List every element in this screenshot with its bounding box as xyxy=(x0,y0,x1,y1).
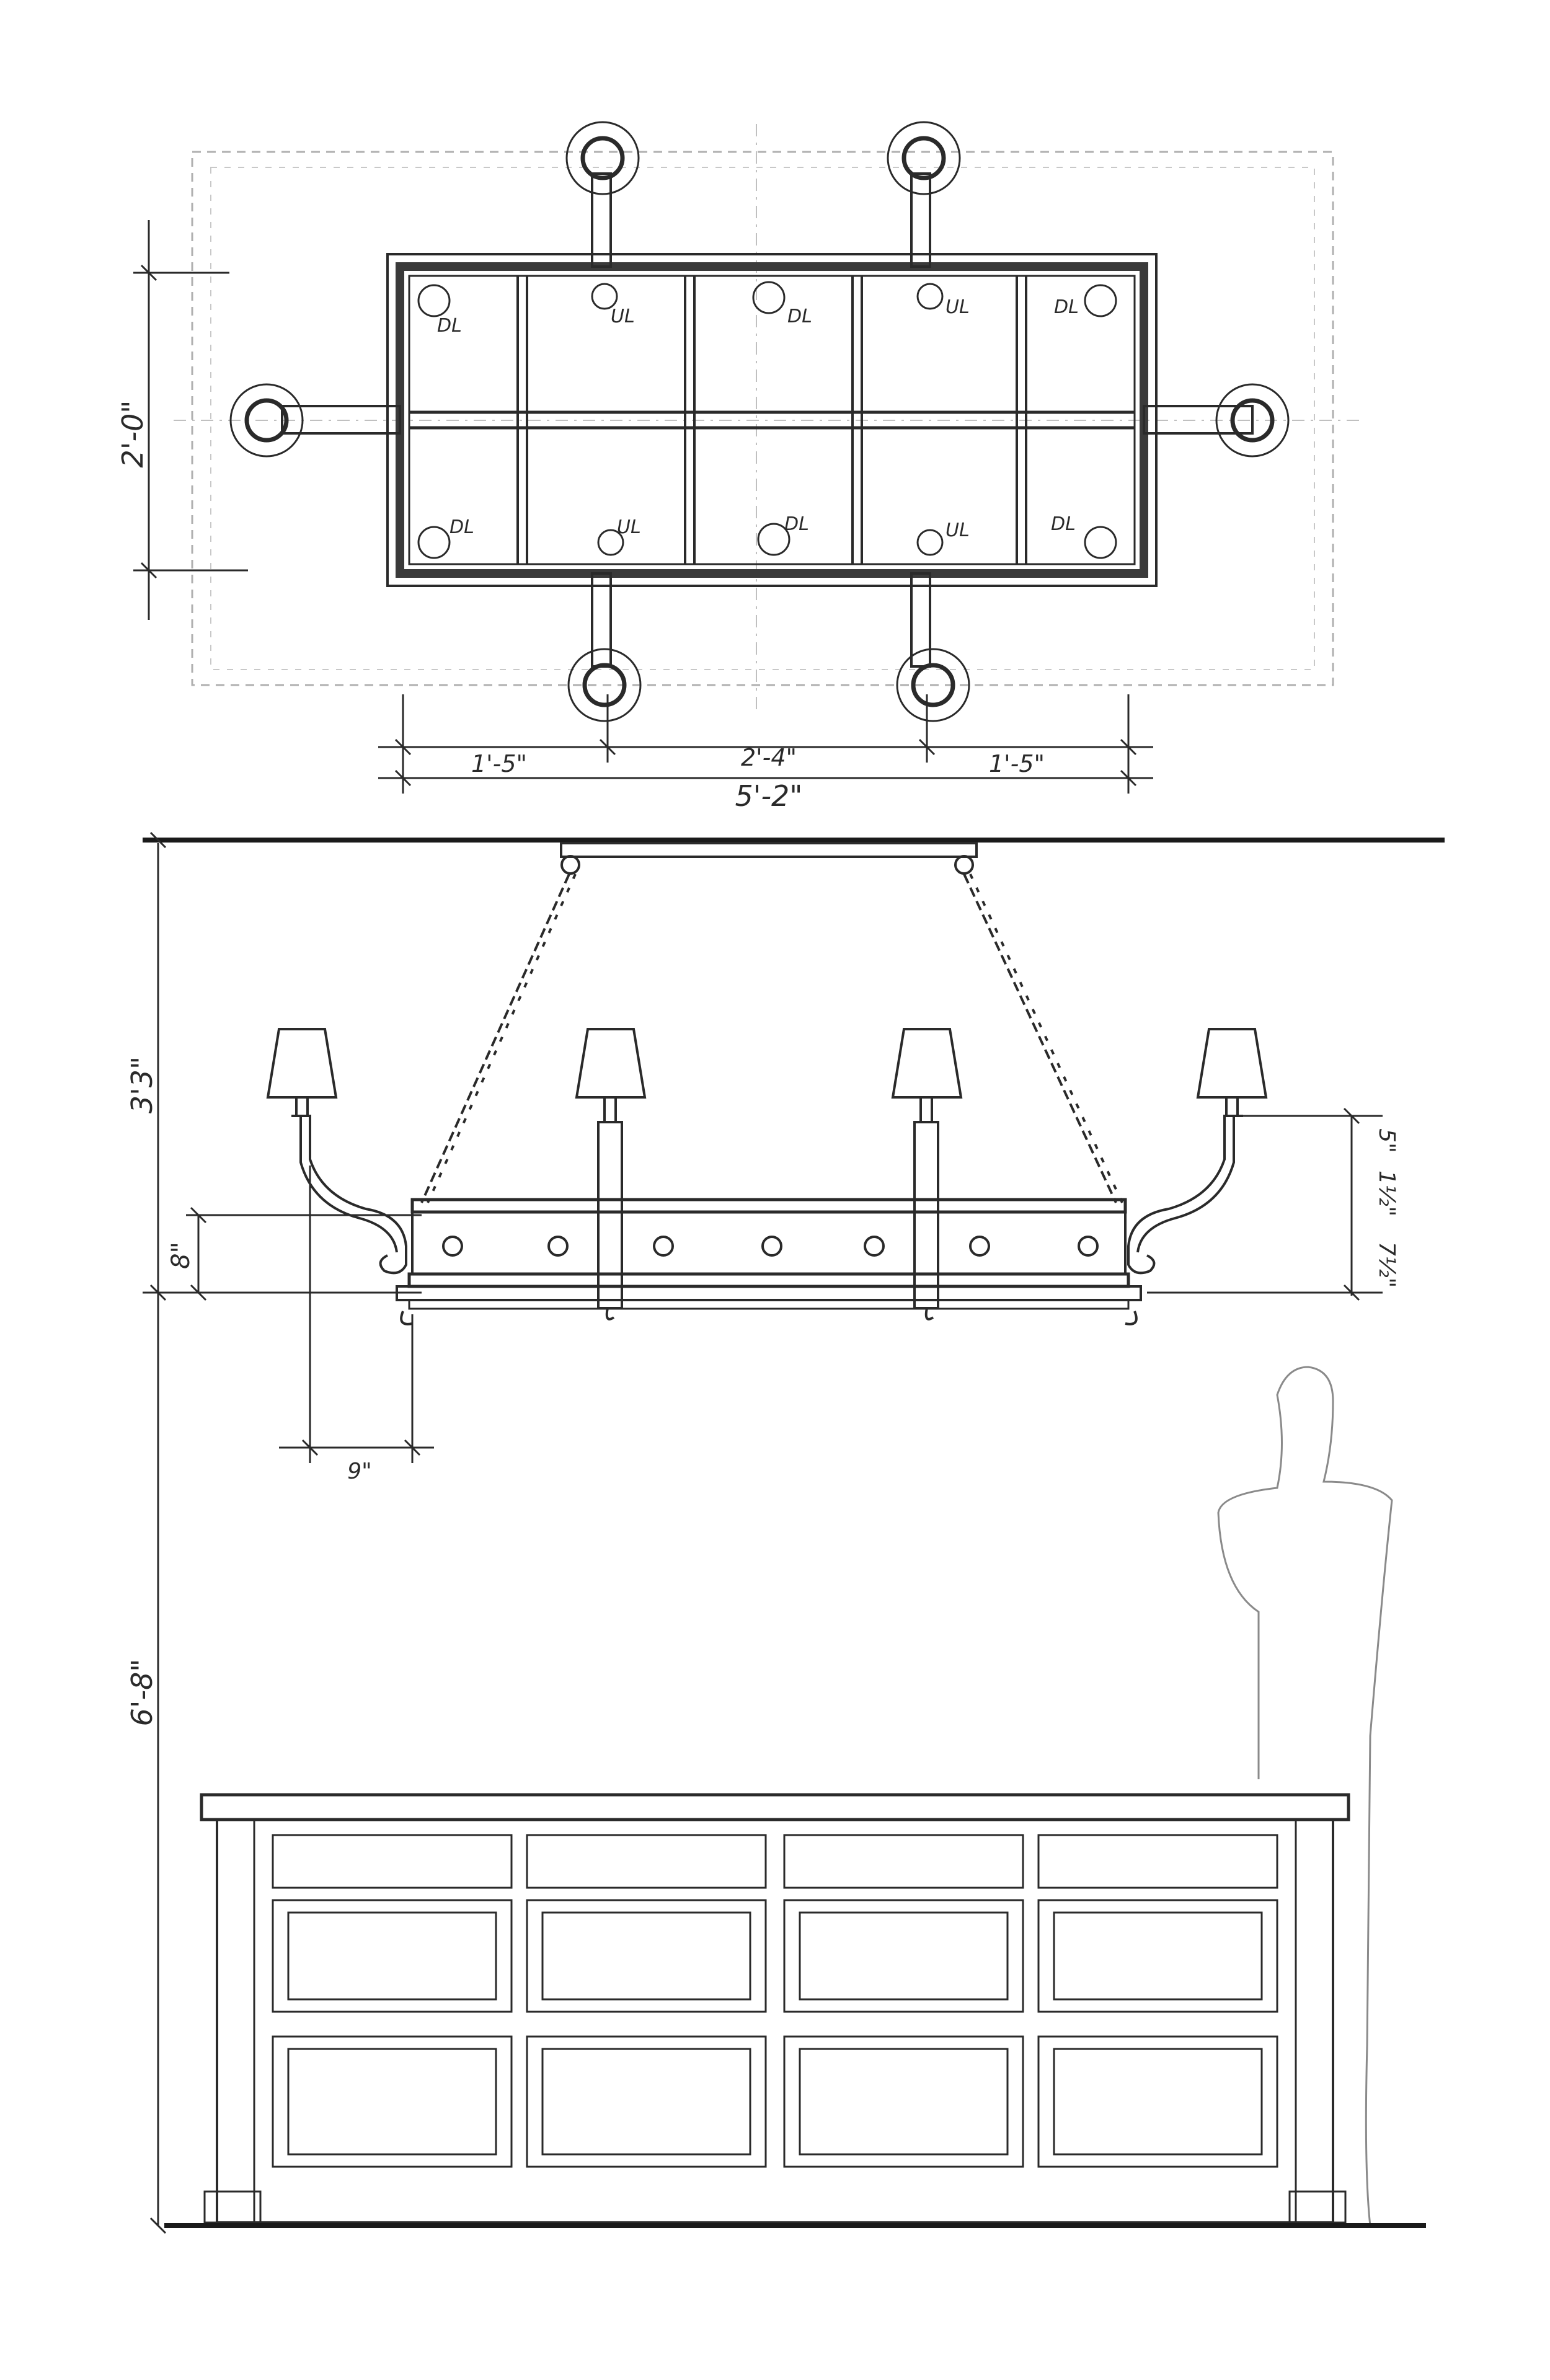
downlight-6 xyxy=(1084,526,1117,559)
downlight-1 xyxy=(417,284,451,317)
center-arms xyxy=(597,1096,939,1309)
dl-label: DL xyxy=(450,516,474,538)
island-outline xyxy=(191,151,1334,686)
shade-center-left xyxy=(575,1028,647,1099)
arm-left xyxy=(281,405,401,435)
downlight-3 xyxy=(1084,284,1117,317)
arm-bottom-left xyxy=(591,572,612,668)
dl-label: DL xyxy=(1051,513,1076,535)
downlight-5 xyxy=(757,523,790,556)
plan-depth-dimension: 2'-0" xyxy=(116,400,149,468)
right-dimension-b: 1½" xyxy=(1374,1170,1399,1216)
plan-dimensions xyxy=(133,220,1153,794)
dl-label: DL xyxy=(787,306,812,327)
candle-cup-right xyxy=(1215,383,1290,458)
arm-reach-dimension: 9" xyxy=(347,1459,371,1484)
candle-cup-top-left xyxy=(565,121,640,195)
candle-cup-left xyxy=(229,383,304,458)
drawer-row xyxy=(272,1834,1278,1889)
island-inner-outline xyxy=(210,167,1315,670)
chandelier-body xyxy=(396,1198,1142,1325)
fixture-inner-frame xyxy=(408,275,1136,565)
downlight-2 xyxy=(752,281,786,314)
scroll-arms xyxy=(291,1096,1243,1275)
dl-label: DL xyxy=(437,315,462,337)
candle-cup-bottom-left xyxy=(567,648,642,722)
dl-label: DL xyxy=(784,513,809,535)
plan-center-dimension: 2'-4" xyxy=(741,744,797,771)
rosette-row xyxy=(442,1236,1099,1257)
lamp-shades xyxy=(266,1028,1268,1099)
candle-cup-top-right xyxy=(887,121,961,195)
uplight-4 xyxy=(916,529,944,556)
ceiling-canopy xyxy=(560,842,978,858)
ul-label: UL xyxy=(617,516,641,538)
uplight-1 xyxy=(591,283,618,310)
hanging-chains xyxy=(420,874,1123,1203)
shade-far-left xyxy=(266,1028,338,1099)
uplight-3 xyxy=(597,529,624,556)
plan-overall-dimension: 5'-2" xyxy=(735,779,803,813)
arm-right xyxy=(1143,405,1254,435)
fixture-outer-frame xyxy=(386,253,1158,587)
island-countertop xyxy=(200,1793,1350,1821)
plan-right-dimension: 1'-5" xyxy=(989,750,1045,777)
right-dimension-c: 5" xyxy=(1374,1128,1399,1152)
arm-bottom-right xyxy=(910,572,931,668)
arm-top-left xyxy=(591,172,612,268)
kitchen-island xyxy=(200,1793,1350,2224)
right-dimension-a: 7½" xyxy=(1374,1242,1399,1288)
clearance-dimension: 6'-8" xyxy=(125,1659,159,1727)
panel-row xyxy=(272,2035,1278,2168)
ul-label: UL xyxy=(946,520,970,541)
human-figure xyxy=(1217,1366,1393,2226)
ul-label: UL xyxy=(946,296,970,318)
candle-cup-bottom-right xyxy=(896,648,970,722)
plan-left-dimension: 1'-5" xyxy=(471,750,527,777)
body-height-dimension: 8" xyxy=(167,1242,195,1269)
plan-view xyxy=(174,121,1364,722)
dl-label: DL xyxy=(1054,296,1079,318)
panel-row xyxy=(272,1899,1278,2013)
island-cabinet xyxy=(216,1818,1334,2224)
downlight-4 xyxy=(417,526,451,559)
ul-label: UL xyxy=(611,306,635,327)
elevation-dimensions xyxy=(143,831,1383,2234)
uplight-2 xyxy=(916,283,944,310)
arm-top-right xyxy=(910,172,931,268)
shade-far-right xyxy=(1196,1028,1268,1099)
drop-dimension: 3'3" xyxy=(125,1056,159,1113)
shade-center-right xyxy=(891,1028,963,1099)
